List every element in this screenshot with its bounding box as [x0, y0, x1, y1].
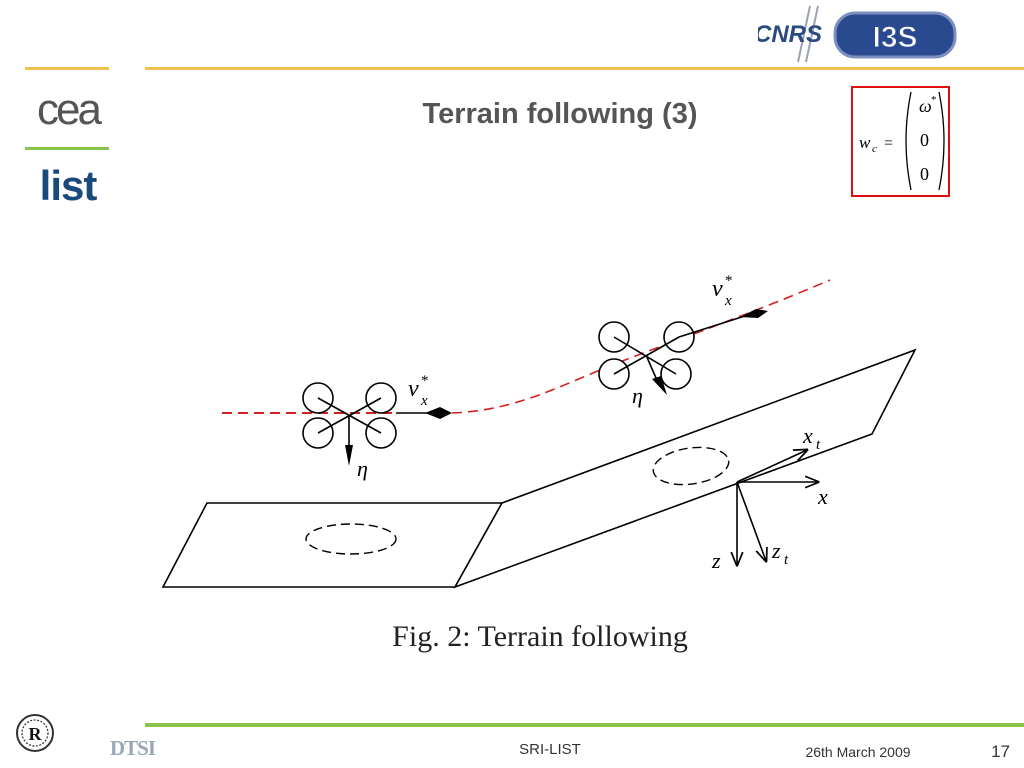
shadow-ellipse-slope [652, 446, 730, 486]
axis-label-xt: x t [802, 423, 821, 453]
figure-caption: Fig. 2: Terrain following [392, 620, 688, 653]
flat-terrain-plane [161, 502, 504, 588]
cea-logo: cea [37, 88, 105, 132]
axis-label-z: z [711, 548, 721, 573]
svg-text:*: * [725, 273, 733, 289]
svg-text:t: t [816, 437, 821, 453]
header-rule-right [145, 67, 1024, 70]
seal-logo-text: R [29, 724, 43, 744]
svg-text:z: z [771, 538, 781, 563]
formula: w c = ω * 0 0 [859, 91, 945, 191]
velocity-label-1: v * x [408, 373, 429, 409]
velocity-arrow-2 [740, 309, 768, 318]
quadrotor-2 [598, 309, 768, 395]
dtsi-logo: DTSI [110, 736, 157, 760]
footer-org: SRI-LIST [519, 741, 581, 758]
formula-row2: 0 [920, 130, 929, 150]
svg-text:t: t [784, 552, 789, 568]
eta-arrowhead-2 [652, 376, 667, 395]
quadrotor-1 [302, 382, 452, 466]
seal-logo: R [16, 714, 54, 752]
svg-text:x: x [420, 393, 428, 409]
formula-lhs-subscript: c [872, 143, 877, 155]
shadow-ellipse-flat [305, 523, 397, 555]
trajectory-climb [451, 279, 831, 414]
eta-label-1: η [357, 456, 368, 481]
formula-equals: = [884, 135, 893, 152]
svg-text:v: v [408, 376, 419, 402]
footer-date: 26th March 2009 [805, 744, 911, 760]
svg-text:v: v [712, 276, 723, 302]
formula-highlight-box: w c = ω * 0 0 [851, 86, 950, 197]
logo-separator [25, 147, 109, 150]
eta-label-2: η [632, 383, 643, 408]
i3s-logo-text: I3S [872, 21, 917, 54]
svg-text:x: x [802, 423, 813, 448]
sloped-terrain-plane [453, 348, 917, 589]
footer-rule [145, 723, 1024, 727]
formula-lhs: w [859, 133, 871, 152]
dtsi-logo-text: DTSI [110, 736, 156, 760]
svg-text:*: * [421, 373, 429, 389]
page-number: 17 [991, 742, 1010, 761]
eta-arrowhead-1 [345, 445, 353, 466]
axis-label-x: x [817, 484, 828, 509]
list-logo-text: list [40, 162, 98, 206]
velocity-label-2: v * x [712, 273, 733, 309]
svg-text:x: x [724, 293, 732, 309]
formula-row1-sup: * [931, 94, 937, 106]
cea-logo-text: cea [37, 88, 102, 132]
slide-title: Terrain following (3) [422, 98, 698, 130]
velocity-arrow-1 [425, 407, 452, 419]
i3s-logo: I3S [833, 11, 957, 59]
axis-label-zt: z t [771, 538, 789, 568]
coordinate-frames [737, 450, 818, 565]
formula-left-paren [905, 91, 912, 191]
cnrs-logo: CNRS [758, 5, 822, 63]
formula-row1: ω [919, 96, 932, 116]
header-rule-left [25, 67, 109, 70]
formula-row3: 0 [920, 164, 929, 184]
list-logo: list [40, 162, 99, 206]
formula-right-paren [938, 91, 945, 191]
cnrs-logo-text: CNRS [758, 21, 822, 48]
